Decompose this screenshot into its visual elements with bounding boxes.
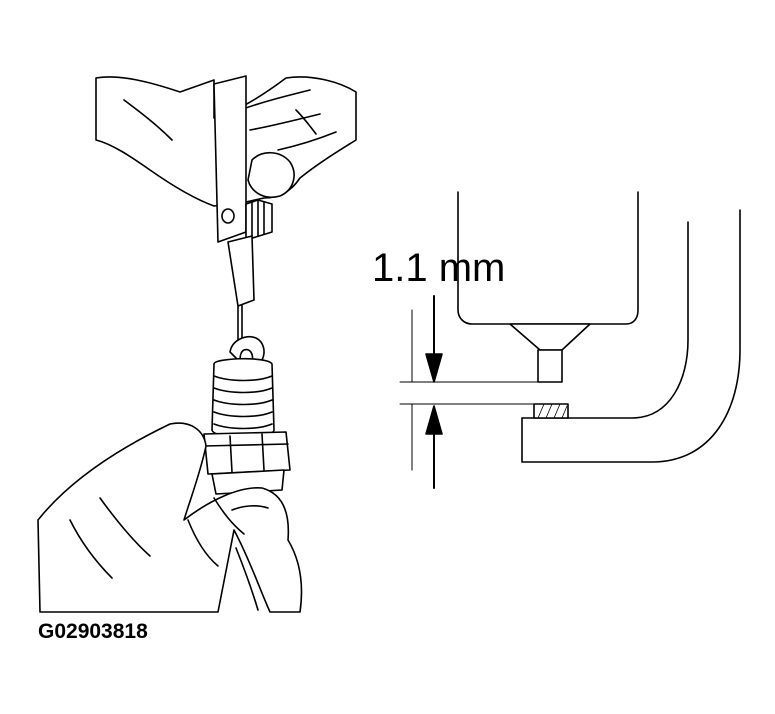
electrode-gap-detail-icon — [399, 191, 741, 489]
feeler-gauge-in-hand-icon — [95, 75, 357, 347]
spark-plug-in-hand-icon — [37, 336, 303, 613]
gap-measurement-label: 1.1 mm — [372, 246, 506, 290]
figure-code: G02903818 — [38, 620, 148, 643]
